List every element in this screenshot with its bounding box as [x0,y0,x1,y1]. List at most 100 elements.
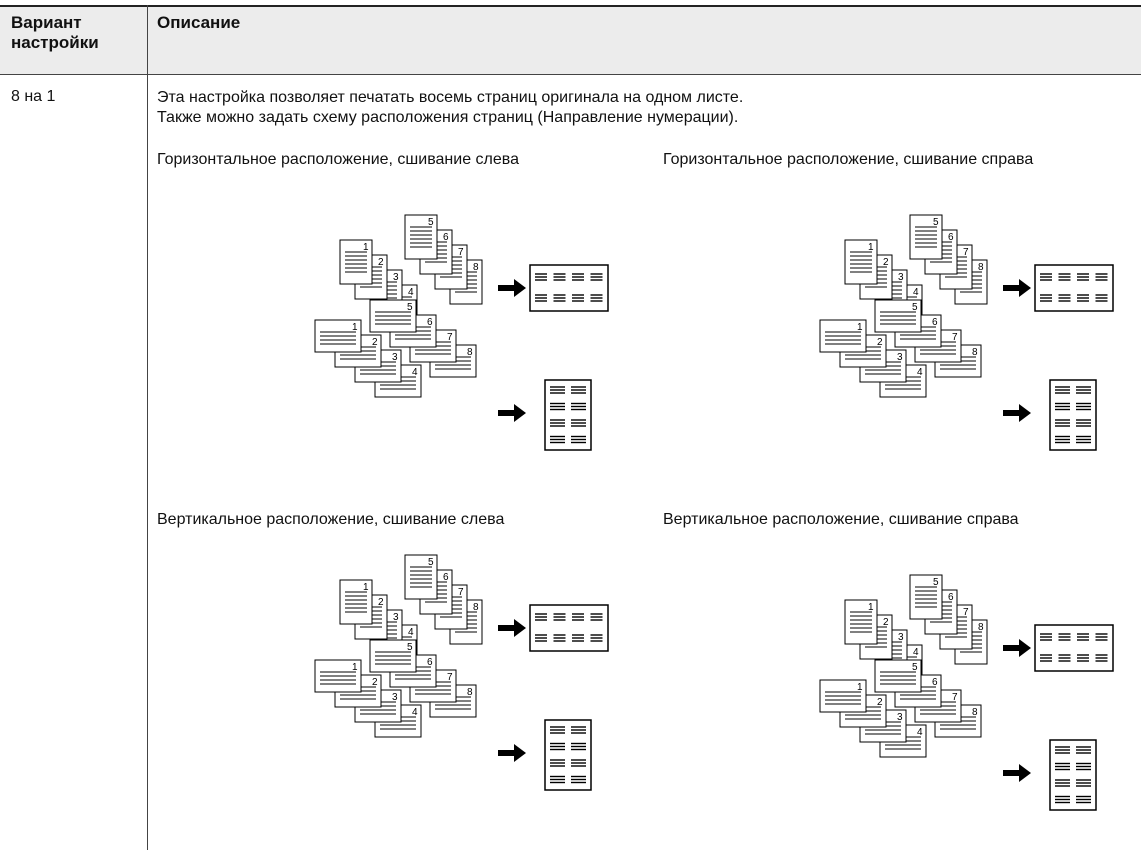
page-number-label: 5 [912,302,918,313]
layout-caption-vertical-left: Вертикальное расположение, сшивание слев… [157,511,505,528]
page-number-label: 1 [857,682,863,693]
page-number-label: 4 [412,707,418,718]
original-page: 5 [874,299,922,333]
table-header: Вариант настройки Описание [0,5,1141,75]
page-number-label: 6 [443,572,449,583]
page-number-label: 1 [352,662,358,673]
result-sheet [1049,739,1097,811]
page-number-label: 2 [877,697,883,708]
page-number-label: 8 [978,262,984,273]
arrow-icon [1003,639,1031,657]
page-number-label: 1 [363,242,369,253]
result-sheet [1034,624,1114,672]
page-number-label: 7 [447,672,453,683]
page-number-label: 6 [948,592,954,603]
page-number-label: 7 [458,587,464,598]
page-number-label: 1 [868,602,874,613]
header-description-label: Описание [157,13,241,32]
page-number-label: 2 [378,597,384,608]
original-page: 5 [369,639,417,673]
original-page: 1 [314,319,362,353]
page-number-label: 8 [467,347,473,358]
page-number-label: 1 [868,242,874,253]
page-number-label: 6 [948,232,954,243]
page-number-label: 6 [427,317,433,328]
layout-caption-horizontal-right: Горизонтальное расположение, сшивание сп… [663,151,1034,168]
page-number-label: 6 [932,317,938,328]
page-number-label: 8 [473,262,479,273]
page-number-label: 1 [352,322,358,333]
page-number-label: 5 [428,217,434,228]
page-number-label: 3 [393,272,399,283]
page-number-label: 8 [972,707,978,718]
page-number-label: 6 [427,657,433,668]
page-number-label: 4 [917,367,923,378]
result-sheet [529,264,609,312]
page-number-label: 8 [972,347,978,358]
header-option-label: Вариант настройки [11,13,99,52]
page-number-label: 5 [933,577,939,588]
result-sheet [1034,264,1114,312]
page-number-label: 8 [978,622,984,633]
page-number-label: 5 [912,662,918,673]
result-sheet [544,379,592,451]
page-number-label: 4 [913,647,919,658]
arrow-icon [1003,279,1031,297]
arrow-icon [498,404,526,422]
page-number-label: 3 [898,272,904,283]
page-number-label: 3 [898,632,904,643]
page-number-label: 3 [393,612,399,623]
result-sheet [544,719,592,791]
original-page: 5 [909,574,943,620]
page-number-label: 5 [933,217,939,228]
page-number-label: 6 [932,677,938,688]
result-sheet [1049,379,1097,451]
page-number-label: 7 [952,692,958,703]
option-value: 8 на 1 [11,88,56,105]
page-number-label: 7 [963,247,969,258]
page-number-label: 8 [473,602,479,613]
arrow-icon [498,744,526,762]
original-page: 1 [844,599,878,645]
arrow-icon [1003,404,1031,422]
original-page: 5 [404,554,438,600]
original-page: 1 [819,319,867,353]
page-number-label: 5 [428,557,434,568]
result-sheet [529,604,609,652]
page-number-label: 4 [913,287,919,298]
page-number-label: 3 [897,352,903,363]
description-line-1: Эта настройка позволяет печатать восемь … [157,89,744,106]
page-number-label: 7 [952,332,958,343]
layout-caption-horizontal-left: Горизонтальное расположение, сшивание сл… [157,151,519,168]
page-number-label: 1 [857,322,863,333]
page-number-label: 4 [408,287,414,298]
original-page: 1 [314,659,362,693]
original-page: 5 [369,299,417,333]
column-divider [147,5,148,850]
original-page: 5 [909,214,943,260]
page-number-label: 5 [407,302,413,313]
page-number-label: 2 [372,677,378,688]
page-number-label: 7 [963,607,969,618]
page-number-label: 2 [372,337,378,348]
page-number-label: 3 [392,692,398,703]
page-number-label: 4 [412,367,418,378]
original-page: 5 [404,214,438,260]
page-number-label: 4 [408,627,414,638]
layout-caption-vertical-right: Вертикальное расположение, сшивание спра… [663,511,1019,528]
page-number-label: 7 [458,247,464,258]
original-page: 1 [339,579,373,625]
arrow-icon [498,619,526,637]
page-number-label: 3 [897,712,903,723]
page-number-label: 2 [883,617,889,628]
original-page: 1 [339,239,373,285]
page-number-label: 4 [917,727,923,738]
page-number-label: 2 [378,257,384,268]
page-number-label: 5 [407,642,413,653]
arrow-icon [1003,764,1031,782]
page-number-label: 6 [443,232,449,243]
description-line-2: Также можно задать схему расположения ст… [157,109,739,126]
